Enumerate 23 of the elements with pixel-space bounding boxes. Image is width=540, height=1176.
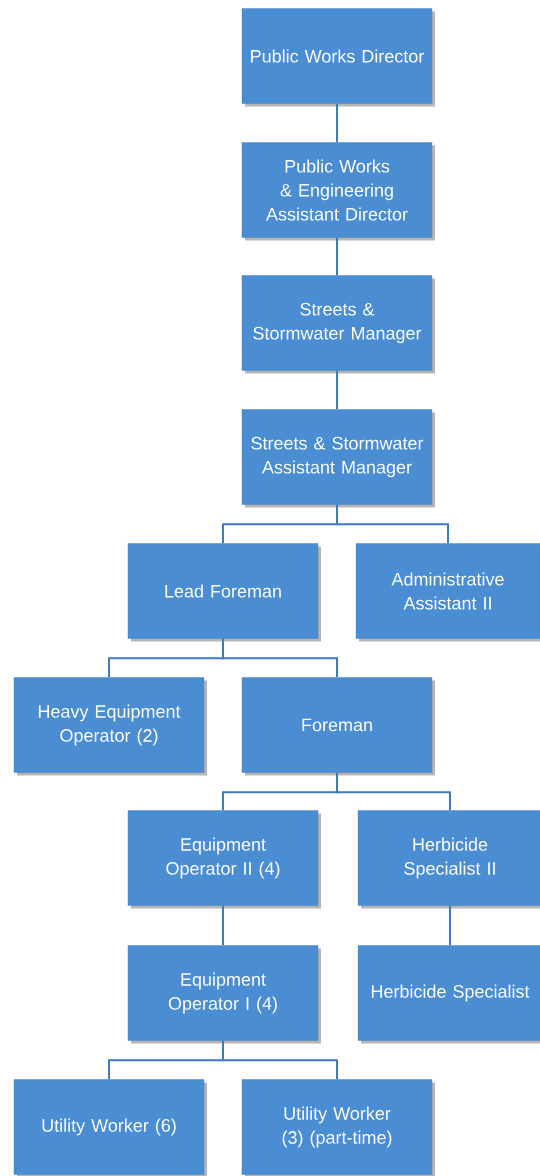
- org-box: Equipment Operator I (4): [127, 945, 321, 1044]
- connector-line: [336, 236, 338, 277]
- connector-line: [336, 503, 449, 545]
- connector-line: [336, 771, 451, 812]
- org-box: Administrative Assistant II: [355, 543, 540, 642]
- connector-line: [336, 102, 338, 144]
- org-box: Utility Worker (6): [13, 1079, 207, 1176]
- org-box: Streets & Stormwater Manager: [241, 275, 435, 374]
- org-box: Herbicide Specialist: [357, 945, 540, 1044]
- connector-line: [222, 904, 224, 947]
- org-box: Lead Foreman: [127, 543, 321, 642]
- org-box: Public Works & Engineering Assistant Director: [241, 142, 435, 241]
- org-box: Foreman: [241, 677, 435, 776]
- connector-line: [222, 1039, 338, 1081]
- connector-line: [222, 637, 338, 679]
- org-box: Public Works Director: [241, 8, 435, 107]
- connector-line: [449, 904, 451, 947]
- org-box: Utility Worker (3) (part-time): [241, 1079, 435, 1176]
- connector-line: [336, 369, 338, 411]
- org-box: Equipment Operator II (4): [127, 810, 321, 909]
- org-box: Streets & Stormwater Assistant Manager: [241, 409, 435, 508]
- org-box: Heavy Equipment Operator (2): [13, 677, 207, 776]
- org-box: Herbicide Specialist II: [357, 810, 540, 909]
